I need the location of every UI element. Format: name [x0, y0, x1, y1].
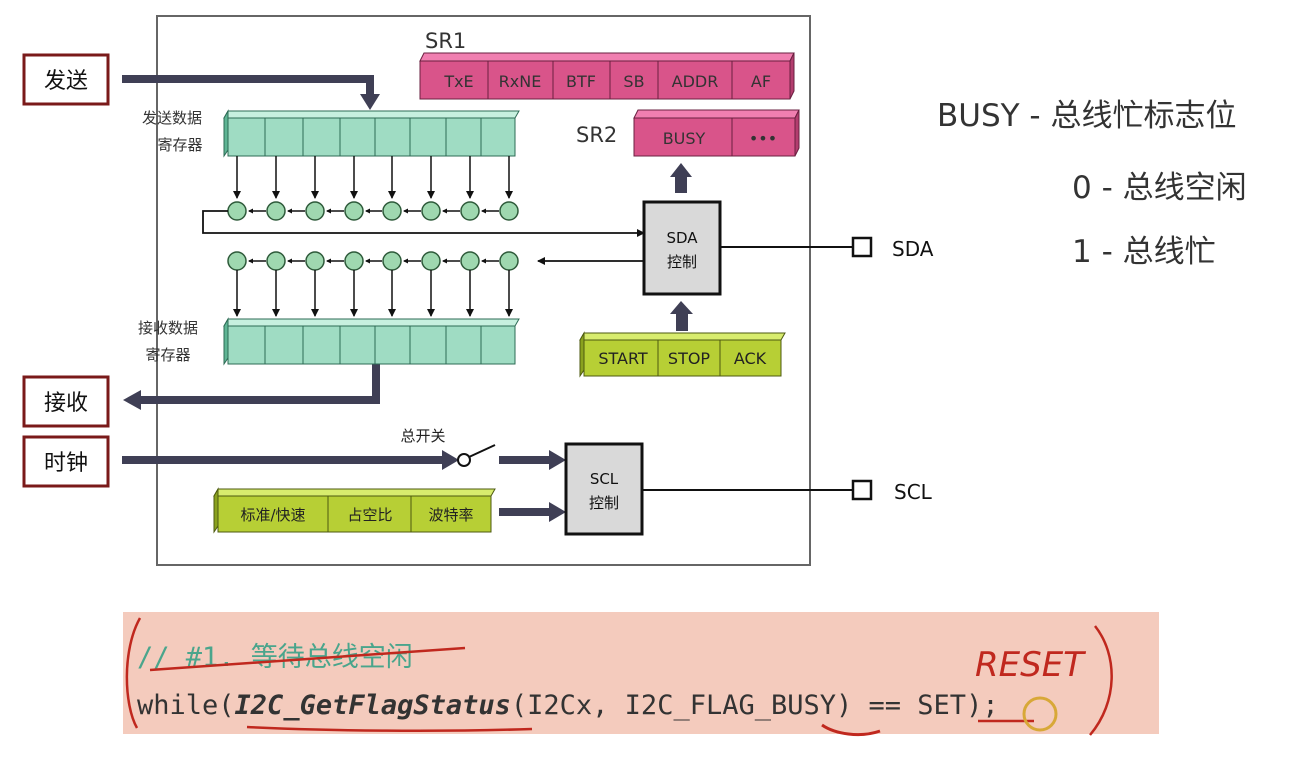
main-switch: 总开关 — [400, 427, 496, 467]
ctrl-bit-ack: ACK — [734, 349, 767, 368]
clock-cfg-duty: 占空比 — [347, 506, 392, 524]
rx-shift-register — [233, 258, 513, 317]
send-label: 发送 — [44, 69, 88, 94]
sda-pin-label: SDA — [892, 237, 934, 261]
code-while: while( — [137, 690, 235, 721]
rx-reg-label-2: 寄存器 — [145, 346, 190, 364]
sr1-bit-addr: ADDR — [672, 72, 719, 91]
sr1-bit-btf: BTF — [566, 72, 596, 91]
receive-path — [140, 364, 380, 404]
clock-cfg-baud: 波特率 — [428, 506, 473, 524]
busy-state-1: 1 - 总线忙 — [1072, 234, 1216, 270]
switch-label: 总开关 — [400, 427, 445, 445]
sr1-bit-sb: SB — [623, 72, 644, 91]
send-path — [122, 75, 374, 95]
sda-ctrl-line2: 控制 — [667, 253, 697, 271]
scl-ctrl-line1: SCL — [590, 470, 619, 488]
tx-data-register: 发送数据 寄存器 — [142, 109, 520, 158]
sr1-bit-af: AF — [751, 72, 771, 91]
code-comment: // #1. 等待总线空闲 — [137, 642, 413, 673]
code-args: (I2Cx, I2C_FLAG_BUSY) == — [510, 690, 918, 721]
sda-control-block: SDA 控制 — [642, 200, 722, 296]
clock-port: 时钟 — [22, 435, 110, 488]
receive-port: 接收 — [22, 375, 110, 428]
sr2-bit-more: ••• — [749, 129, 777, 148]
ctrl-bit-start: START — [598, 349, 648, 368]
tx-shift-out-line — [202, 210, 645, 237]
ctrl-bit-stop: STOP — [668, 349, 711, 368]
sda-to-sr2-arrow — [675, 176, 687, 193]
sda-ctrl-line1: SDA — [666, 229, 698, 247]
tx-shift-register — [233, 156, 513, 214]
scl-ctrl-line2: 控制 — [589, 494, 619, 512]
tx-reg-label-2: 寄存器 — [157, 136, 202, 154]
sr2-title: SR2 — [576, 123, 617, 147]
scl-pin — [851, 479, 873, 501]
sr1-bit-txe: TxE — [443, 72, 473, 91]
sr1-title: SR1 — [425, 29, 466, 53]
ctrl-to-sda-arrow — [676, 313, 688, 331]
scl-control-block: SCL 控制 — [564, 442, 644, 536]
receive-label: 接收 — [44, 391, 88, 416]
tx-reg-label-1: 发送数据 — [142, 109, 202, 127]
busy-state-0: 0 - 总线空闲 — [1072, 170, 1247, 206]
sr2-register: SR2 BUSY ••• — [576, 109, 800, 157]
rx-reg-label-1: 接收数据 — [138, 319, 198, 337]
control-bits-register: START STOP ACK — [579, 331, 786, 378]
rx-data-register: 接收数据 寄存器 — [138, 317, 520, 366]
clock-config-register: 标准/快速 占空比 波特率 — [213, 487, 496, 534]
scl-pin-label: SCL — [894, 480, 933, 504]
send-port: 发送 — [22, 53, 110, 106]
sr1-register: SR1 TxE RxNE BTF SB ADDR AF — [419, 29, 795, 100]
busy-flag-title: BUSY - 总线忙标志位 — [937, 98, 1237, 134]
code-line: while(I2C_GetFlagStatus(I2Cx, I2C_FLAG_B… — [137, 690, 999, 721]
sr1-bit-rxne: RxNE — [499, 72, 542, 91]
code-value: SET — [917, 690, 967, 721]
code-block — [123, 612, 1159, 734]
clock-label: 时钟 — [44, 451, 88, 476]
clock-cfg-mode: 标准/快速 — [240, 506, 305, 524]
sr2-bit-busy: BUSY — [663, 129, 706, 148]
code-end: ); — [966, 690, 999, 721]
code-function: I2C_GetFlagStatus — [234, 690, 511, 721]
sda-pin — [851, 236, 873, 258]
